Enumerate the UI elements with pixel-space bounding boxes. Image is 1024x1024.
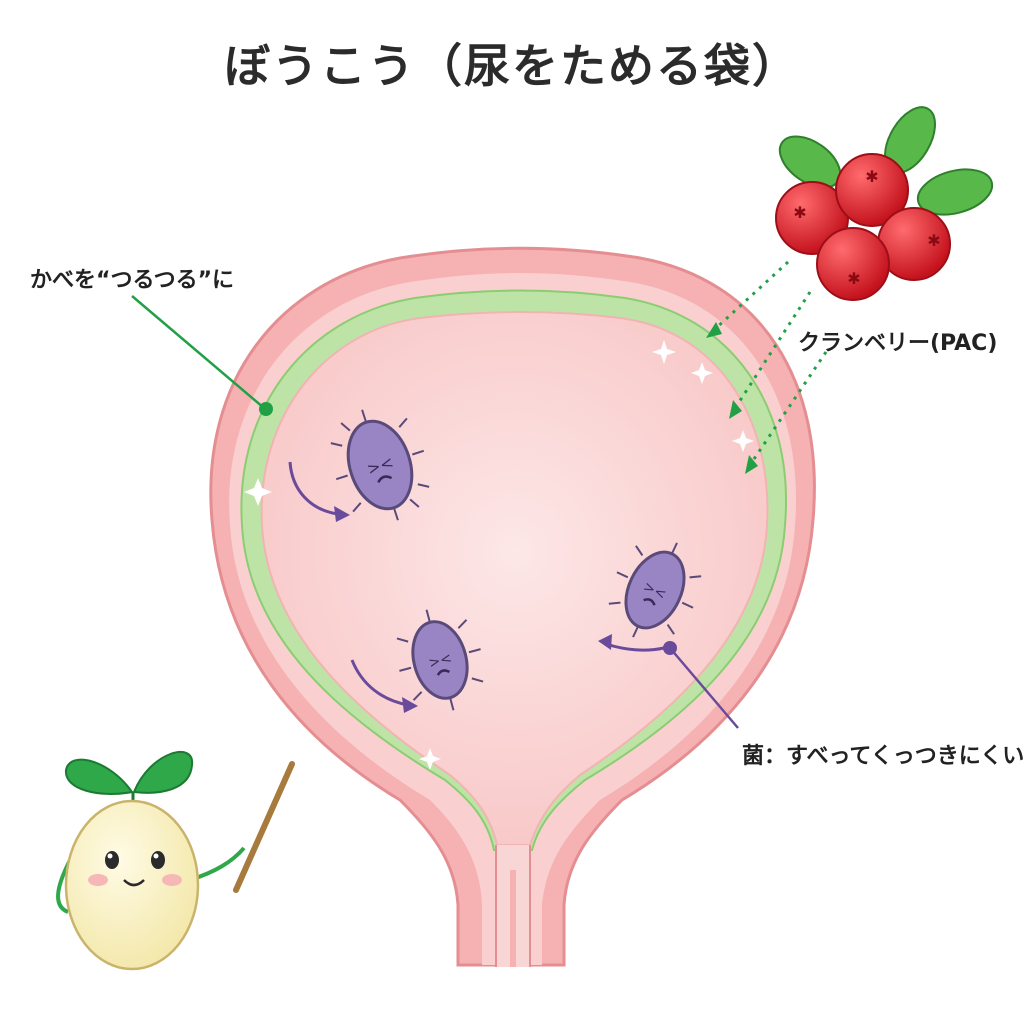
svg-text:✱: ✱ [865, 167, 878, 186]
svg-text:✱: ✱ [927, 231, 940, 250]
bacteria-label: 菌：すべってくっつきにくい [742, 744, 1024, 769]
sparkle-icon [244, 340, 754, 770]
wall-label: かべを“つるつる”に [30, 268, 235, 293]
wall-leader-line [131, 295, 265, 409]
page-title: ぼうこう（尿をためる袋） [224, 39, 800, 93]
svg-text:✱: ✱ [847, 269, 860, 288]
bacteria-leader-line [669, 647, 739, 729]
bladder-interior [260, 311, 769, 846]
bacterium-icon: >< [396, 609, 484, 711]
seedling-mascot-icon [56, 750, 295, 971]
bacterium-icon: >< [330, 409, 430, 521]
cranberry-label: クランベリー(PAC) [798, 331, 998, 356]
bacterium-icon: >< [608, 542, 702, 638]
pac-dotted-arrows [712, 260, 828, 466]
svg-text:✱: ✱ [793, 203, 806, 222]
cranberry-icon: ✱ ✱ ✱ ✱ [775, 106, 994, 301]
svg-text:><: >< [427, 650, 454, 672]
